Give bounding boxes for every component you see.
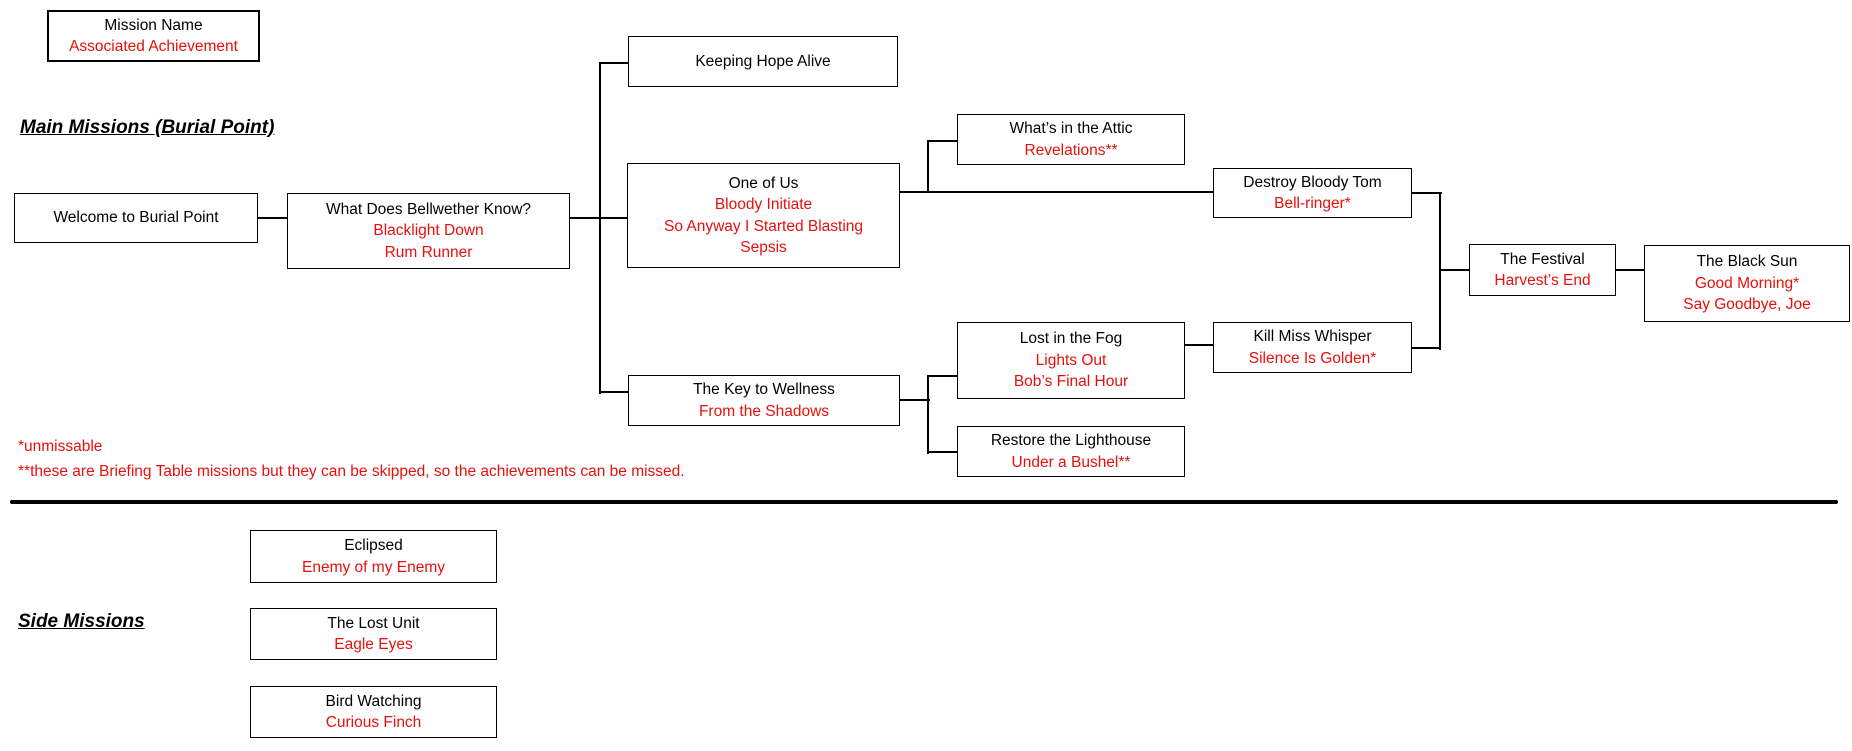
mission-name: Keeping Hope Alive bbox=[695, 52, 831, 70]
connector-attic-vertical bbox=[927, 140, 929, 193]
achievement-name: Rum Runner bbox=[384, 243, 473, 261]
connector-festival-vertical bbox=[1439, 192, 1441, 350]
achievement-name: Silence Is Golden* bbox=[1248, 349, 1377, 367]
mission-node-the-festival: The Festival Harvest’s End bbox=[1469, 244, 1616, 296]
legend-box: Mission Name Associated Achievement bbox=[47, 10, 260, 62]
side-missions-heading: Side Missions bbox=[18, 611, 145, 632]
legend-mission-label: Mission Name bbox=[104, 16, 203, 34]
mission-node-one-of-us: One of Us Bloody Initiate So Anyway I St… bbox=[627, 163, 900, 268]
mission-node-the-key-to-wellness: The Key to Wellness From the Shadows bbox=[628, 375, 900, 426]
achievement-name: Under a Bushel** bbox=[1011, 453, 1131, 471]
mission-name: The Lost Unit bbox=[327, 614, 420, 632]
mission-node-welcome-to-burial-point: Welcome to Burial Point bbox=[14, 193, 258, 243]
mission-node-kill-miss-whisper: Kill Miss Whisper Silence Is Golden* bbox=[1213, 322, 1412, 373]
connector-destroy-right bbox=[1411, 192, 1442, 194]
connector-stub-lost-in-fog bbox=[927, 375, 958, 377]
footnotes: *unmissable **these are Briefing Table m… bbox=[18, 434, 685, 484]
mission-node-lost-in-the-fog: Lost in the Fog Lights Out Bob’s Final H… bbox=[957, 322, 1185, 399]
legend-achievement-label: Associated Achievement bbox=[69, 38, 238, 55]
mission-name: Bird Watching bbox=[325, 692, 422, 710]
mission-name: Welcome to Burial Point bbox=[53, 209, 219, 227]
mission-name: Eclipsed bbox=[344, 537, 403, 554]
connector-branch-vertical bbox=[599, 62, 601, 394]
mission-name: One of Us bbox=[728, 174, 799, 192]
achievement-name: Sepsis bbox=[740, 239, 787, 256]
achievement-name: Blacklight Down bbox=[373, 222, 484, 240]
footnote-briefing-table: **these are Briefing Table missions but … bbox=[18, 463, 685, 480]
mission-node-restore-the-lighthouse: Restore the Lighthouse Under a Bushel** bbox=[957, 426, 1185, 477]
side-mission-node-the-lost-unit: The Lost Unit Eagle Eyes bbox=[250, 608, 497, 660]
side-mission-node-eclipsed: Eclipsed Enemy of my Enemy bbox=[250, 530, 497, 583]
achievement-name: Harvest’s End bbox=[1494, 272, 1591, 289]
achievement-name: From the Shadows bbox=[698, 402, 830, 420]
connector-oneofus-to-destroy bbox=[899, 191, 1214, 193]
mission-name: What’s in the Attic bbox=[1009, 120, 1133, 137]
achievement-name: Revelations** bbox=[1024, 141, 1118, 159]
achievement-name: Good Morning* bbox=[1694, 274, 1800, 292]
connector-fog-vertical bbox=[927, 375, 929, 454]
section-divider bbox=[10, 500, 1838, 504]
connector-festival-to-blacksun bbox=[1615, 269, 1645, 271]
main-missions-heading: Main Missions (Burial Point) bbox=[20, 117, 275, 138]
footnote-unmissable: *unmissable bbox=[18, 438, 103, 455]
mission-node-keeping-hope-alive: Keeping Hope Alive bbox=[628, 36, 898, 87]
mission-name: The Festival bbox=[1500, 250, 1585, 268]
connector-fog-to-whisper bbox=[1184, 344, 1214, 346]
mission-name: Restore the Lighthouse bbox=[990, 432, 1152, 449]
mission-name: What Does Bellwether Know? bbox=[325, 200, 532, 218]
achievement-name: Eagle Eyes bbox=[334, 636, 413, 653]
mission-name: Kill Miss Whisper bbox=[1253, 328, 1372, 345]
connector-stub-festival bbox=[1439, 269, 1470, 271]
connector-stub-keeping-hope bbox=[599, 62, 629, 64]
connector-bellwether-to-branch bbox=[569, 217, 628, 219]
achievement-name: Lights Out bbox=[1035, 351, 1107, 369]
mission-name: Destroy Bloody Tom bbox=[1243, 173, 1382, 191]
mission-name: The Black Sun bbox=[1696, 253, 1798, 271]
mission-node-the-black-sun: The Black Sun Good Morning* Say Goodbye,… bbox=[1644, 245, 1850, 322]
achievement-name: Bell-ringer* bbox=[1274, 195, 1351, 212]
achievement-name: So Anyway I Started Blasting bbox=[663, 217, 864, 235]
mission-name: The Key to Wellness bbox=[693, 381, 835, 398]
mission-node-whats-in-the-attic: What’s in the Attic Revelations** bbox=[957, 114, 1185, 165]
connector-stub-key-to-wellness bbox=[599, 391, 629, 393]
connector-whisper-right bbox=[1411, 347, 1441, 349]
mission-node-destroy-bloody-tom: Destroy Bloody Tom Bell-ringer* bbox=[1213, 168, 1412, 218]
achievement-name: Bloody Initiate bbox=[714, 196, 813, 213]
mission-name: Lost in the Fog bbox=[1019, 330, 1123, 348]
achievement-name: Enemy of my Enemy bbox=[302, 558, 445, 576]
achievement-name: Say Goodbye, Joe bbox=[1683, 296, 1811, 314]
achievement-name: Bob’s Final Hour bbox=[1013, 373, 1129, 391]
achievement-name: Curious Finch bbox=[325, 714, 422, 731]
connector-stub-attic bbox=[927, 140, 958, 142]
connector-welcome-to-bellwether bbox=[257, 217, 288, 219]
connector-wellness-right bbox=[899, 399, 930, 401]
connector-stub-restore bbox=[927, 451, 958, 453]
side-mission-node-bird-watching: Bird Watching Curious Finch bbox=[250, 686, 497, 738]
mission-node-what-does-bellwether-know: What Does Bellwether Know? Blacklight Do… bbox=[287, 193, 570, 269]
